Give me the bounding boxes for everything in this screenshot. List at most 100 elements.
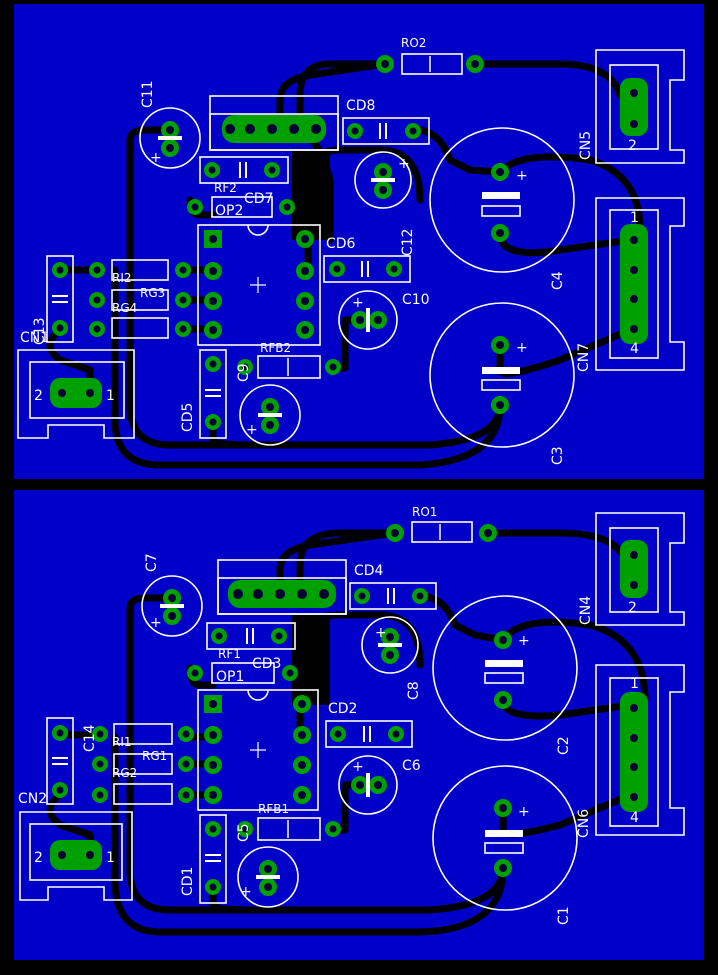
svg-text:+: + <box>516 340 528 356</box>
capacitor-cd-d: CD1 <box>180 814 227 904</box>
label-cd-a: CD4 <box>354 563 384 579</box>
label-pin1-in: 1 <box>106 850 115 866</box>
label-cn-in: CN2 <box>18 791 47 807</box>
connector-cn-in: CN2 2 1 <box>18 791 133 901</box>
resistor-rg: RG3 <box>89 286 191 311</box>
label-cn-out2: CN7 <box>576 343 592 372</box>
resistor-op: OP2 <box>187 196 295 219</box>
label-rfb: RFB2 <box>260 341 291 355</box>
label-op: OP1 <box>216 669 244 685</box>
capacitor-cd-c: CD2 <box>325 701 413 748</box>
label-c-v: C13 <box>32 317 48 345</box>
capacitor-cd-c: CD6 <box>323 236 411 283</box>
capacitor-c3: + C3 <box>429 302 575 465</box>
label-pin1-in: 1 <box>106 388 115 404</box>
label-cd-b: CD7 <box>244 191 273 207</box>
capacitor-cd-b: RF2 CD7 <box>199 156 289 207</box>
connector-cd-a: CD4 <box>217 559 437 615</box>
bottom-board: RO1 + C7 CD4 <box>14 490 704 960</box>
resistor-rg2: RG4 <box>89 301 191 339</box>
ground-pour <box>292 150 330 240</box>
label-cn-out1: CN5 <box>578 131 594 160</box>
label-pin4-o2: 4 <box>630 341 639 357</box>
capacitor-c6: + C6 <box>338 755 421 815</box>
label-rfb: RFB1 <box>258 802 289 816</box>
label-pin2-in: 2 <box>34 850 43 866</box>
label-pin2-o1: 2 <box>628 138 637 154</box>
resistor-rg2: RG2 <box>92 766 194 805</box>
label-rf-a: RF1 <box>218 647 241 661</box>
connector-cn-out1: 2 CN4 <box>578 512 685 626</box>
label-c-mid2: C10 <box>402 292 430 308</box>
resistor-op: OP1 <box>187 662 298 685</box>
capacitor-c2: + C2 <box>432 595 578 755</box>
ic-dip8 <box>197 224 321 346</box>
svg-text:+: + <box>352 295 364 311</box>
label-pin1-o2: 1 <box>630 676 639 692</box>
resistor-ro1: RO1 <box>386 505 497 543</box>
label-c-big2: C3 <box>550 446 566 465</box>
svg-text:+: + <box>352 759 364 775</box>
label-rg: RG1 <box>142 749 167 763</box>
resistor-ri: RI2 <box>89 259 191 285</box>
label-c-big1: C4 <box>550 271 566 290</box>
svg-text:+: + <box>240 884 252 900</box>
capacitor-c7: + C7 <box>141 553 203 637</box>
label-pin1-o2: 1 <box>630 210 639 226</box>
resistor-rg: RG1 <box>92 749 194 775</box>
svg-text:+: + <box>375 625 387 641</box>
connector-cn-out1: 2 CN5 <box>578 49 685 164</box>
label-cd-a: CD8 <box>346 98 375 114</box>
label-cd-b: CD3 <box>252 656 281 672</box>
resistor-ro2: RO2 <box>376 36 484 75</box>
label-c-mid2: C6 <box>402 758 421 774</box>
label-rf-a: RF2 <box>214 181 237 195</box>
connector-cn-out2: 1 4 CN6 <box>576 664 685 838</box>
svg-text:+: + <box>518 804 530 820</box>
capacitor-c10: + C10 <box>338 290 430 350</box>
label-c-small: C11 <box>140 80 156 108</box>
label-cn-in: CN1 <box>20 330 49 346</box>
connector-cn-out2: 1 4 CN7 <box>576 197 685 372</box>
svg-text:+: + <box>516 168 528 184</box>
capacitor-c4: + C4 <box>429 127 575 290</box>
label-ro: RO2 <box>401 36 426 50</box>
label-cn-out2: CN6 <box>576 809 592 838</box>
label-c-small: C7 <box>144 553 160 572</box>
top-board: RO2 + C11 CD8 <box>14 4 704 479</box>
label-cd-c: CD2 <box>328 701 357 717</box>
label-c-low: C9 <box>236 363 252 382</box>
label-ri: RI2 <box>112 271 132 285</box>
label-cd-d: CD1 <box>180 867 196 896</box>
label-pin2-in: 2 <box>34 388 43 404</box>
capacitor-c1: + C1 <box>432 765 578 925</box>
connector-cd-a: CD8 <box>209 95 430 151</box>
capacitor-c11: + C11 <box>139 80 201 169</box>
capacitor-c12: + C12 <box>354 151 416 256</box>
label-c-mid: C8 <box>406 681 422 700</box>
capacitor-c-v: C13 <box>32 255 74 345</box>
svg-text:+: + <box>518 633 530 649</box>
label-c-mid: C12 <box>400 228 416 256</box>
svg-text:+: + <box>150 615 162 631</box>
resistor-rfb: RFB1 <box>237 802 341 841</box>
ic-dip8 <box>197 689 319 811</box>
label-c-big2: C1 <box>556 906 572 925</box>
capacitor-c9: + C9 <box>236 363 301 446</box>
label-cd-c: CD6 <box>326 236 356 252</box>
label-cn-out1: CN4 <box>578 596 594 625</box>
label-pin2-o1: 2 <box>628 600 637 616</box>
resistor-ri: RI1 <box>92 723 194 749</box>
capacitor-cd-d: CD5 <box>180 349 227 439</box>
label-op: OP2 <box>215 203 243 219</box>
capacitor-c5: + C5 <box>236 823 299 908</box>
label-ro: RO1 <box>412 505 437 519</box>
label-rg2: RG4 <box>112 301 137 315</box>
label-rg2: RG2 <box>112 766 137 780</box>
ground-pour <box>292 615 330 705</box>
resistor-rfb: RFB2 <box>237 341 341 379</box>
capacitor-c8: + C8 <box>361 616 422 700</box>
label-ri: RI1 <box>112 735 132 749</box>
label-pin4-o2: 4 <box>630 810 639 826</box>
svg-text:+: + <box>150 150 162 166</box>
